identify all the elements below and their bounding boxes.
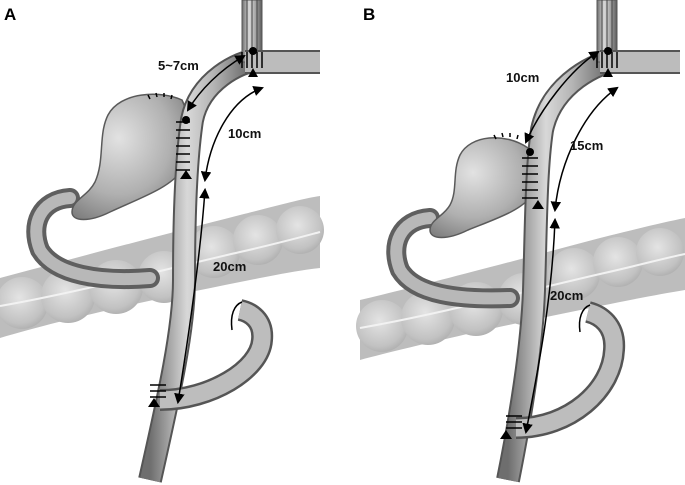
panel-a-measure-3: 20cm: [213, 259, 246, 274]
panel-a-label: A: [4, 5, 16, 24]
panel-b-stomach: [429, 137, 539, 239]
panel-b-measure-3: 20cm: [550, 288, 583, 303]
panel-b-arrow-3: [522, 217, 560, 435]
panel-b-measure-1: 10cm: [506, 70, 539, 85]
panel-a-arrow-2: [200, 86, 264, 183]
panel-a-arrow-1: [186, 54, 246, 112]
panel-b-triangle-marker: [603, 68, 613, 77]
panel-a: A: [0, 0, 324, 483]
panel-b: B: [356, 0, 685, 483]
panel-a-arrow-3: [174, 187, 210, 405]
panel-b-measure-2: 15cm: [570, 138, 603, 153]
panel-a-measure-1: 5~7cm: [158, 58, 199, 73]
panel-b-dot-marker: [604, 47, 612, 55]
panel-a-measure-2: 10cm: [228, 126, 261, 141]
panel-b-arrow-2: [550, 86, 619, 213]
panel-a-stomach: [71, 93, 190, 221]
panel-b-label: B: [363, 5, 375, 24]
panel-a-dot-marker: [249, 47, 257, 55]
panel-a-triangle-marker: [248, 68, 258, 77]
